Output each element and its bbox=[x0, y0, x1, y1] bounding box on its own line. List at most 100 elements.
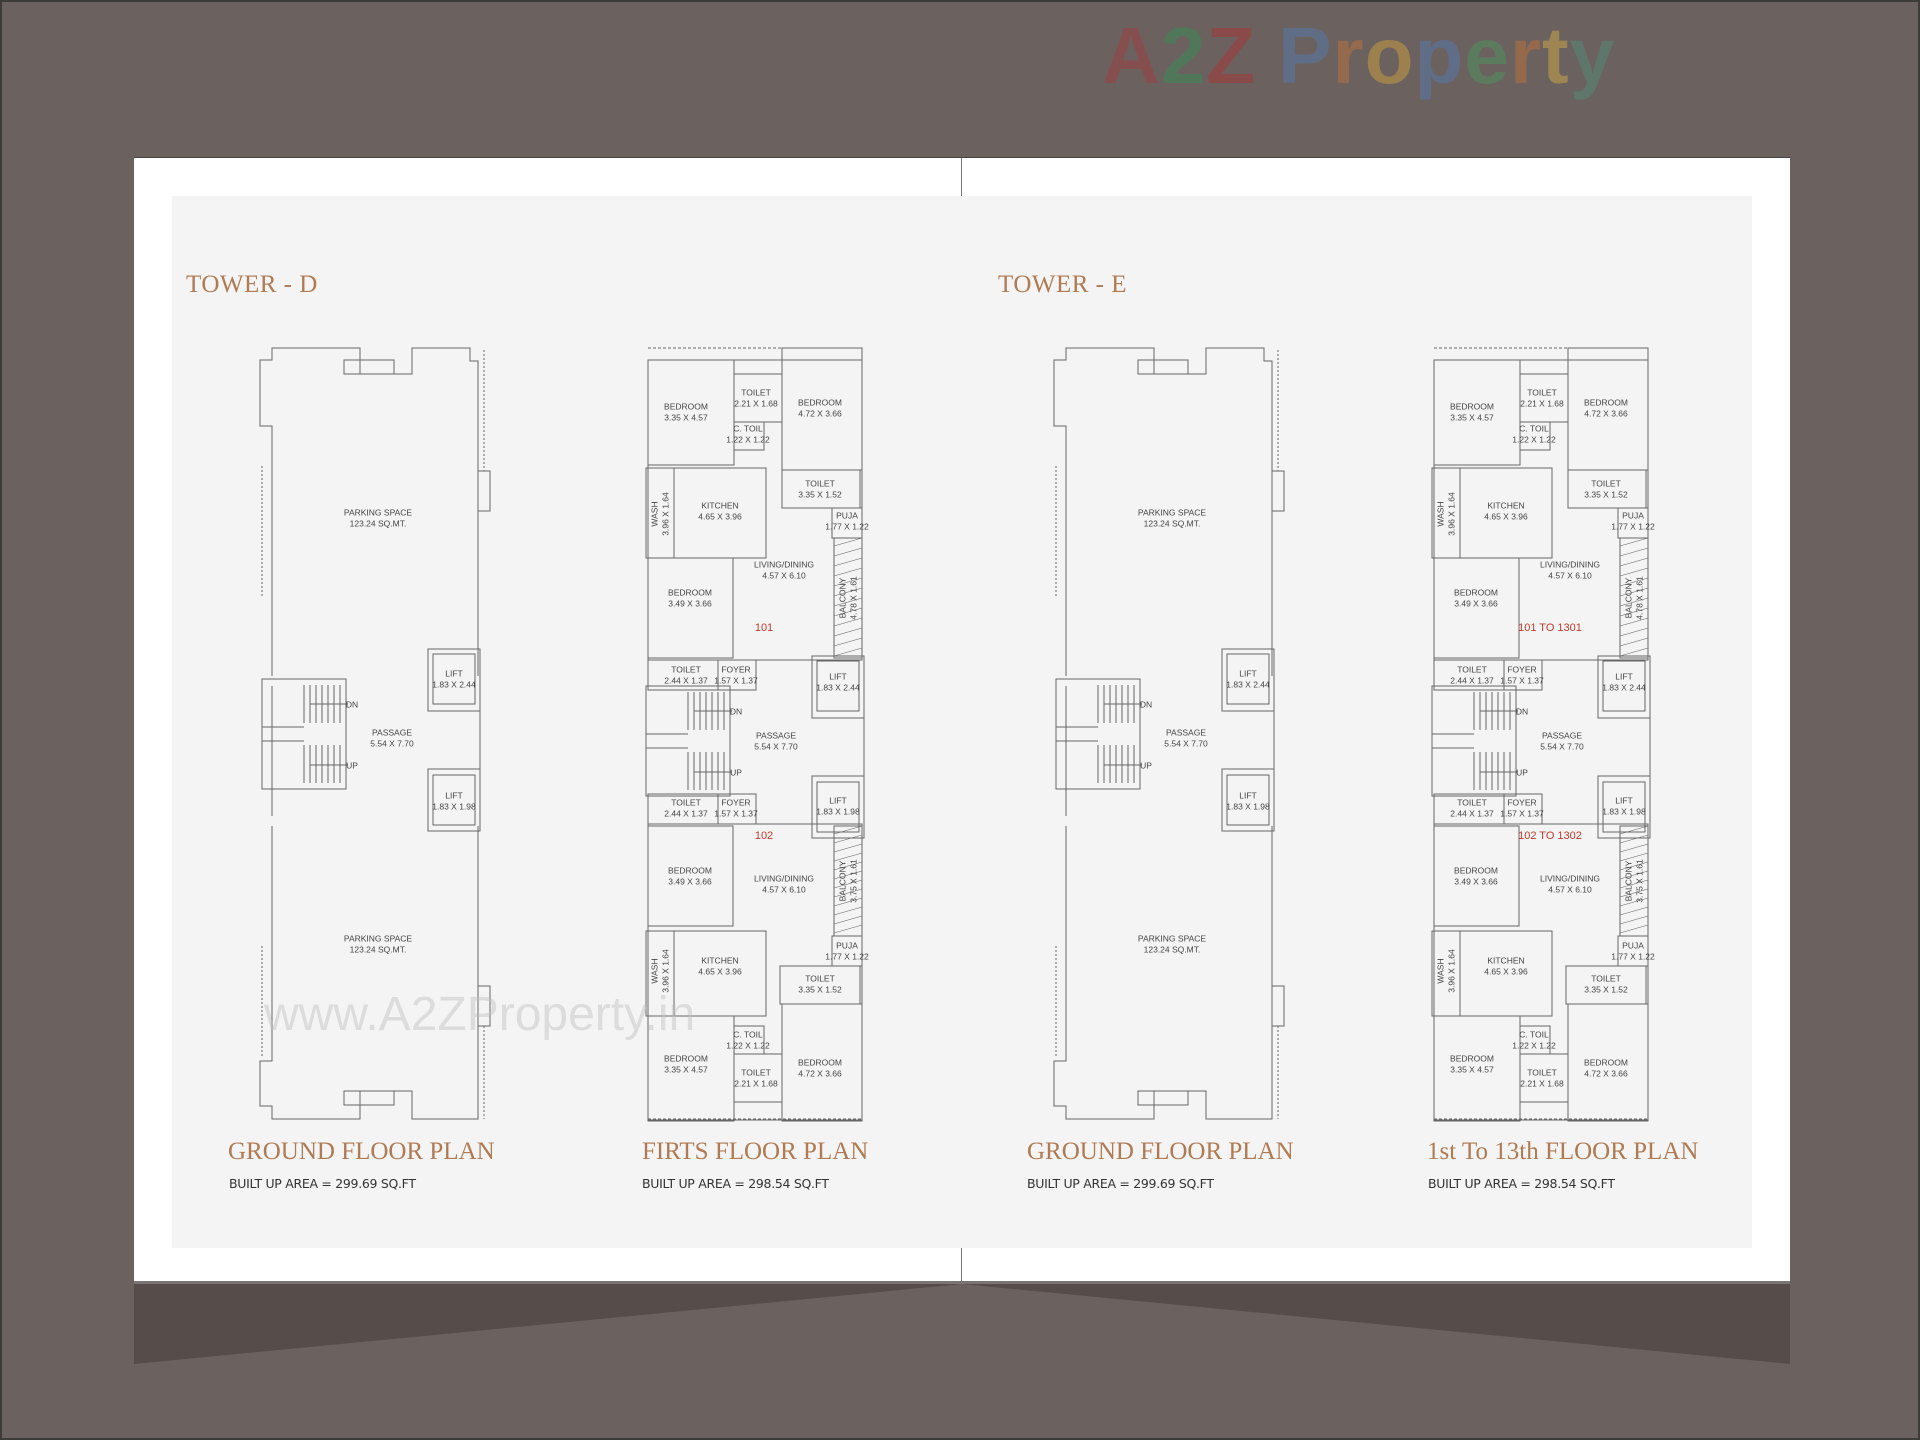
room-name: PARKING SPACE bbox=[343, 933, 413, 944]
room-dimensions: 3.35 X 1.52 bbox=[798, 984, 842, 994]
room-name: BEDROOM bbox=[1450, 401, 1494, 412]
room-name: LIFT bbox=[829, 795, 847, 806]
room-name: C. TOIL bbox=[733, 423, 763, 434]
room-dimensions: 3.35 X 4.57 bbox=[1450, 412, 1494, 422]
room-dimensions: 1.83 X 2.44 bbox=[1226, 679, 1270, 689]
room-name: FOYER bbox=[1507, 664, 1537, 675]
room-dimensions: 4.65 X 3.96 bbox=[698, 511, 742, 521]
room-name: FOYER bbox=[721, 664, 751, 675]
logo-letter: r bbox=[1332, 11, 1365, 100]
room-name: LIVING/DINING bbox=[1540, 559, 1600, 570]
room-dimensions: 3.49 X 3.66 bbox=[668, 876, 712, 886]
room-dimensions: 1.57 X 1.37 bbox=[1500, 675, 1544, 685]
unit-number-top: 101 TO 1301 bbox=[1518, 622, 1582, 634]
room-dimensions: 4.78 X 1.61 bbox=[848, 576, 858, 620]
room-name: LIFT bbox=[1239, 790, 1257, 801]
room-name: TOILET bbox=[805, 973, 835, 984]
logo-letter: p bbox=[1414, 11, 1465, 100]
stair-up-label: UP bbox=[346, 760, 358, 771]
room-name: TOILET bbox=[1591, 478, 1621, 489]
stair-up-label: UP bbox=[1516, 767, 1528, 778]
plan-title-tower-e-ground: GROUND FLOOR PLAN bbox=[1027, 1138, 1294, 1165]
room-name: BEDROOM bbox=[1584, 397, 1628, 408]
room-dimensions: 1.57 X 1.37 bbox=[714, 675, 758, 685]
room-dimensions: 1.77 X 1.22 bbox=[825, 951, 869, 961]
room-dimensions: 3.35 X 1.52 bbox=[798, 489, 842, 499]
room-dimensions: 3.96 X 1.64 bbox=[660, 492, 670, 536]
logo-letter: P bbox=[1278, 11, 1333, 100]
room-dimensions: 1.77 X 1.22 bbox=[1611, 951, 1655, 961]
built-up-area-tower-d-first: BUILT UP AREA = 298.54 SQ.FT bbox=[642, 1176, 829, 1191]
room-dimensions: 3.35 X 4.57 bbox=[664, 1064, 708, 1074]
room-name: BALCONY bbox=[837, 860, 848, 902]
room-name: LIFT bbox=[1239, 668, 1257, 679]
room-name: BEDROOM bbox=[798, 1057, 842, 1068]
room-dimensions: 3.75 X 1.61 bbox=[1634, 859, 1644, 903]
unit-number-bottom: 102 TO 1302 bbox=[1518, 830, 1582, 842]
room-name: C. TOIL bbox=[733, 1029, 763, 1040]
room-dimensions: 2.44 X 1.37 bbox=[664, 808, 708, 818]
room-dimensions: 2.21 X 1.68 bbox=[1520, 398, 1564, 408]
stair-up-label: UP bbox=[730, 767, 742, 778]
room-name: PARKING SPACE bbox=[1137, 507, 1207, 518]
room-dimensions: 4.65 X 3.96 bbox=[1484, 511, 1528, 521]
room-dimensions: 4.78 X 1.61 bbox=[1634, 576, 1644, 620]
room-dimensions: 2.21 X 1.68 bbox=[1520, 1078, 1564, 1088]
stair-down-label: DN bbox=[1515, 706, 1529, 717]
room-name: LIVING/DINING bbox=[754, 559, 814, 570]
room-name: TOILET bbox=[671, 664, 701, 675]
built-up-area-tower-e-typical: BUILT UP AREA = 298.54 SQ.FT bbox=[1428, 1176, 1615, 1191]
tower-d-title: TOWER - D bbox=[186, 271, 318, 298]
room-name: TOILET bbox=[1527, 387, 1557, 398]
room-name: KITCHEN bbox=[701, 500, 739, 511]
room-dimensions: 4.65 X 3.96 bbox=[1484, 966, 1528, 976]
room-name: BEDROOM bbox=[1450, 1053, 1494, 1064]
room-name: C. TOIL bbox=[1519, 423, 1549, 434]
room-name: TOILET bbox=[1457, 797, 1487, 808]
room-name: TOILET bbox=[1457, 664, 1487, 675]
room-name: WASH bbox=[1435, 501, 1446, 527]
website-watermark: www.A2ZProperty.in bbox=[264, 988, 696, 1041]
room-dimensions: 3.35 X 1.52 bbox=[1584, 984, 1628, 994]
room-dimensions: 3.35 X 4.57 bbox=[1450, 1064, 1494, 1074]
room-dimensions: 1.83 X 1.98 bbox=[432, 801, 476, 811]
stair-down-label: DN bbox=[729, 706, 743, 717]
room-dimensions: 1.83 X 1.98 bbox=[1602, 806, 1646, 816]
room-name: LIFT bbox=[829, 671, 847, 682]
room-dimensions: 3.96 X 1.64 bbox=[1446, 949, 1456, 993]
room-name: PARKING SPACE bbox=[343, 507, 413, 518]
